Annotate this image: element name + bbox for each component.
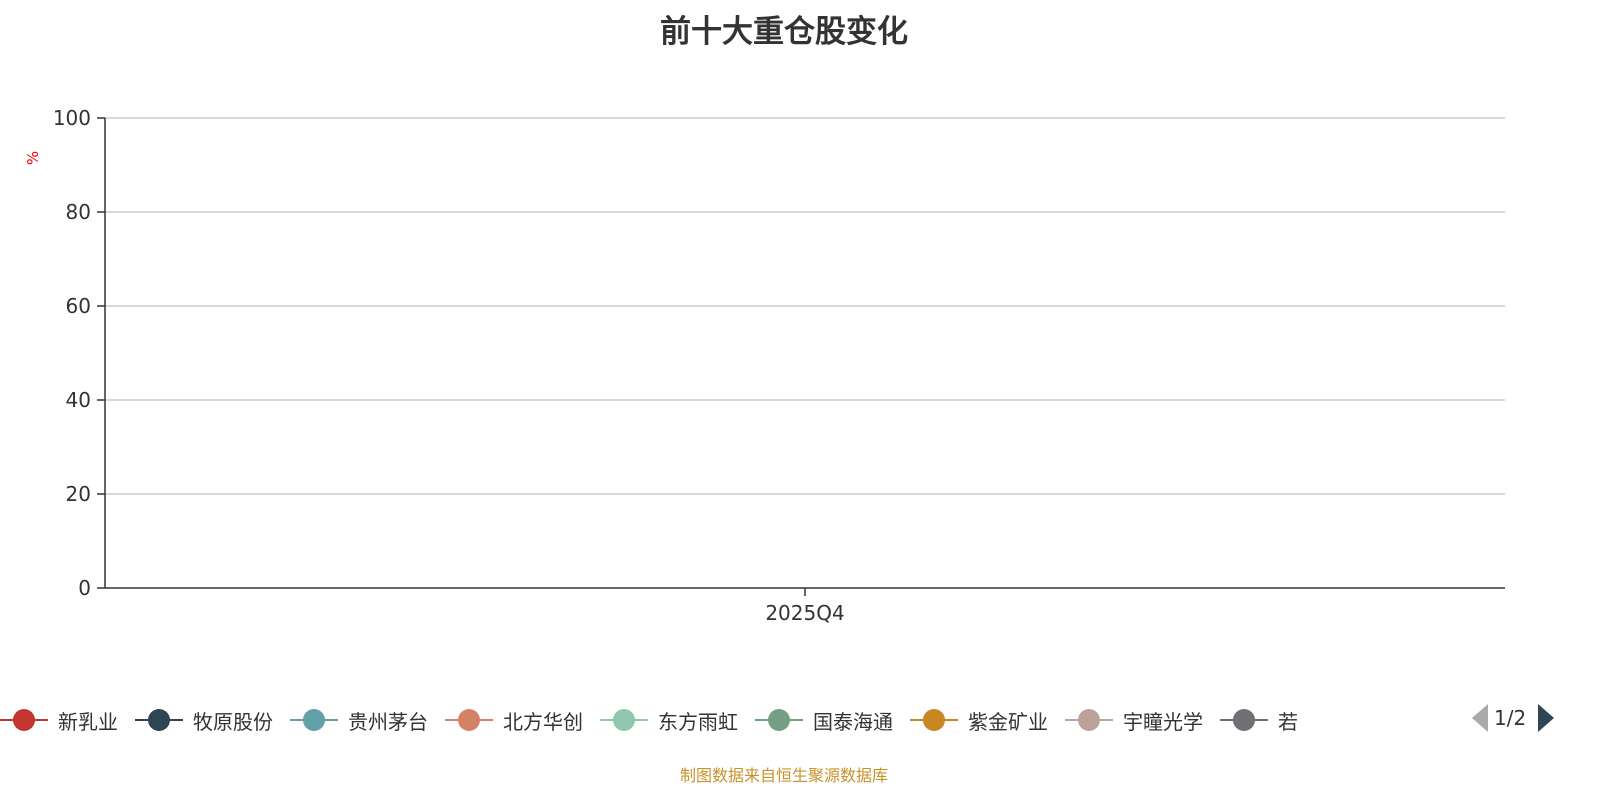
legend-item[interactable]: 东方雨虹 [600,706,738,735]
legend-pager: 1/2 [1472,704,1555,732]
legend-marker-icon [0,708,48,732]
legend-label: 新乳业 [58,709,118,734]
source-footer: 制图数据来自恒生聚源数据库 [679,766,888,785]
legend-marker-icon [1220,708,1268,732]
y-tick-label: 80 [66,200,91,224]
legend-label: 牧原股份 [193,709,273,734]
legend-item[interactable]: 若 [1220,706,1298,735]
y-tick-label: 100 [53,106,91,130]
chart-title: 前十大重仓股变化 [660,14,908,50]
y-axis-label: % [24,151,42,165]
chart-plot: 0 20 40 60 80 100 2025Q4% [24,106,1505,625]
legend-marker-icon [290,708,338,732]
legend-marker-icon [755,708,803,732]
legend-item[interactable]: 紫金矿业 [910,706,1048,735]
legend-label: 贵州茅台 [348,709,428,734]
legend-item[interactable]: 国泰海通 [755,706,893,735]
legend-item[interactable]: 北方华创 [445,706,583,735]
legend-marker-icon [600,708,648,732]
legend-marker-icon [445,708,493,732]
y-tick-label: 60 [66,294,91,318]
legend: 新乳业 牧原股份 贵州茅台 北方华创 东方雨虹 国泰海通 紫金矿业 宇瞳光学 若 [0,705,1470,735]
x-tick-label: 2025Q4 [765,601,844,625]
legend-label: 紫金矿业 [968,709,1048,734]
legend-item[interactable]: 新乳业 [0,706,118,735]
legend-item[interactable]: 宇瞳光学 [1065,706,1203,735]
legend-prev-icon[interactable] [1472,704,1488,732]
legend-label: 宇瞳光学 [1123,709,1203,734]
legend-page: 1/2 [1494,706,1527,730]
legend-marker-icon [1065,708,1113,732]
legend-item[interactable]: 贵州茅台 [290,706,428,735]
legend-next-icon[interactable] [1538,704,1555,732]
legend-label: 若 [1278,709,1298,734]
legend-marker-icon [135,708,183,732]
y-tick-label: 40 [66,388,91,412]
y-tick-label: 20 [66,482,91,506]
legend-label: 国泰海通 [813,709,893,734]
legend-label: 东方雨虹 [658,709,738,734]
legend-marker-icon [910,708,958,732]
legend-label: 北方华创 [503,709,583,734]
y-tick-label: 0 [78,576,91,600]
legend-item[interactable]: 牧原股份 [135,706,273,735]
